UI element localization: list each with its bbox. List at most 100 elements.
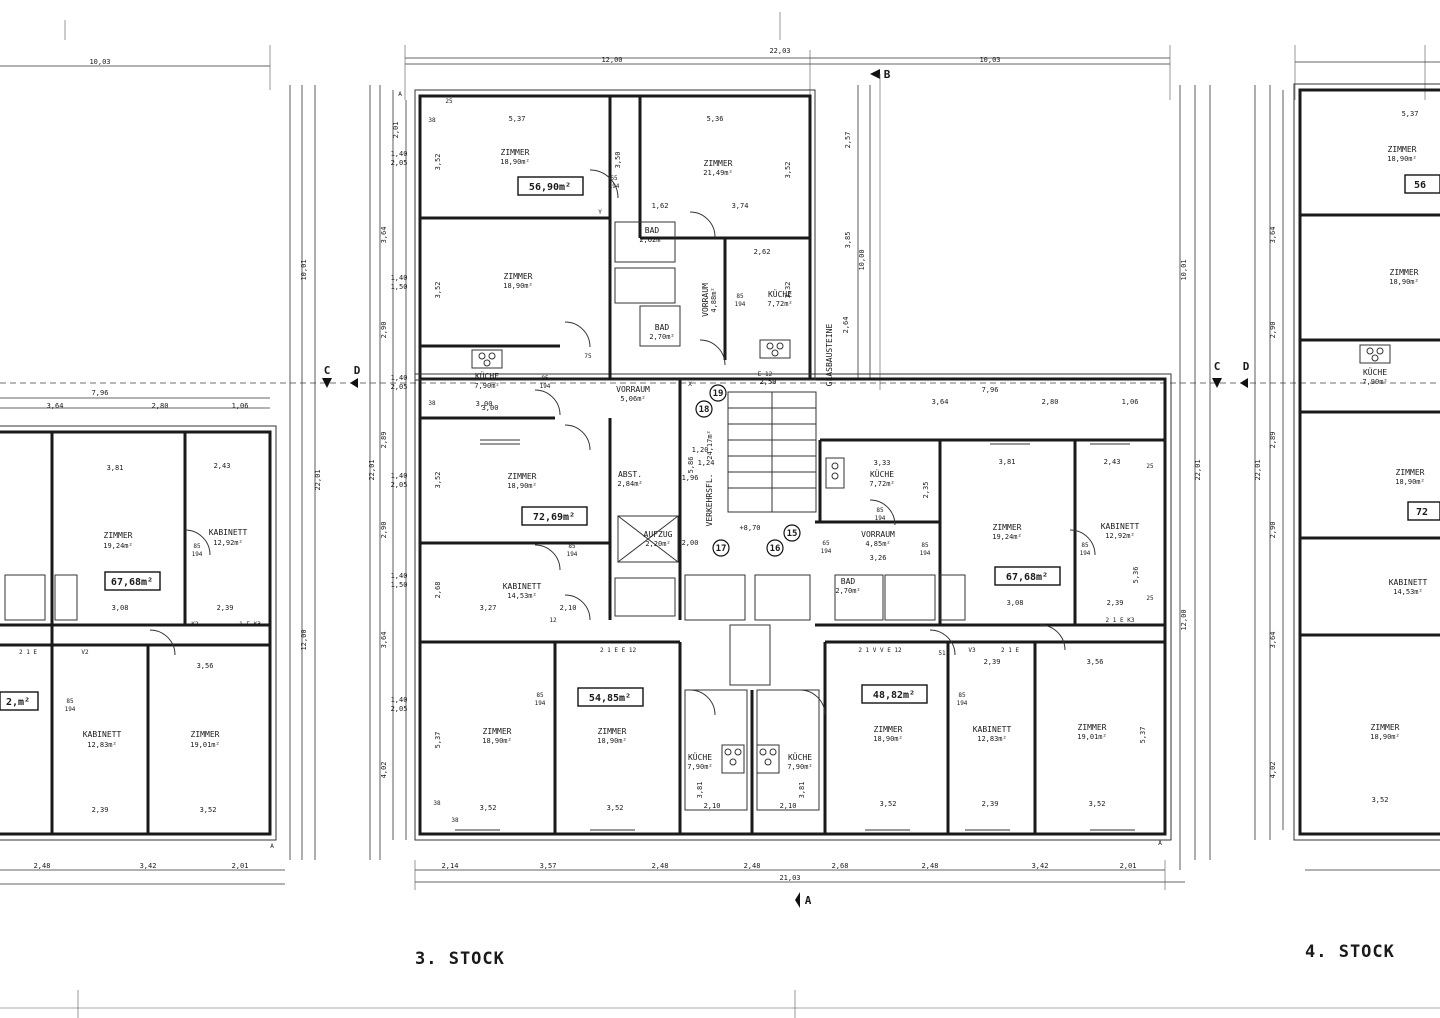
mark-25-3: 25 xyxy=(1146,595,1154,602)
left-dim-381: 3,81 xyxy=(107,464,124,472)
dim-381: 3,81 xyxy=(999,458,1016,466)
dim-bottom-3: 2,48 xyxy=(652,862,669,870)
stair-marker-18: 18 xyxy=(699,405,710,415)
right-plan-dim-352: 3,52 xyxy=(1372,796,1389,804)
door-194-8: 194 xyxy=(920,550,931,557)
door-194-6: 194 xyxy=(957,700,968,707)
left-dim-1001: 10,01 xyxy=(300,259,308,280)
right-plan-dim-290: 2,90 xyxy=(1269,322,1277,339)
dim-162: 1,62 xyxy=(652,202,669,210)
area-kuche-1: 7,90m² xyxy=(474,382,499,390)
section-label-b: B xyxy=(884,68,891,81)
dim-140b: 1,40 xyxy=(391,274,408,282)
left-room-zimmer-2: ZIMMER xyxy=(191,730,220,739)
door-194-2: 194 xyxy=(735,301,746,308)
stair-marker-16: 16 xyxy=(770,544,781,554)
main-plan-walls xyxy=(414,89,1172,841)
dim-200: 2,00 xyxy=(682,539,699,547)
dim-right-1000: 10,00 xyxy=(858,249,866,270)
dim-106-h: 1,06 xyxy=(1122,398,1139,406)
mark-corner-a2: A xyxy=(398,91,402,98)
dim-left-bottom-2: 3,42 xyxy=(140,862,157,870)
door-194-10: 194 xyxy=(875,515,886,522)
dim-232: 2,62 xyxy=(754,248,771,256)
left-dim-308: 3,08 xyxy=(112,604,129,612)
area-zimmer-6: 18,90m² xyxy=(597,737,627,745)
dim-140a: 1,40 xyxy=(391,150,408,158)
dim-v-264: 2,64 xyxy=(842,317,850,334)
area-kabinett-3: 12,83m² xyxy=(977,735,1007,743)
right-plan-dim-537: 5,37 xyxy=(1402,110,1419,118)
dim-536: 5,36 xyxy=(707,115,724,123)
left-room-zimmer-1: ZIMMER xyxy=(104,531,133,540)
stair-marker-17-ring xyxy=(712,539,730,557)
room-vorraum-1: VORRAUM xyxy=(616,385,650,394)
area-vorraum-1: 5,06m² xyxy=(620,395,645,403)
mark-row3: 2 1 E xyxy=(1001,647,1019,654)
right-room-kabinett: KABINETT xyxy=(1389,578,1428,587)
room-kabinett-1: KABINETT xyxy=(503,582,542,591)
area-aufzug: 2,20m² xyxy=(645,540,670,548)
dim-bottom-total: 21,03 xyxy=(779,874,800,882)
room-kabinett-3: KABINETT xyxy=(973,725,1012,734)
dim-top-right: 10,03 xyxy=(979,56,1000,64)
dim-796-h: 7,96 xyxy=(982,386,999,394)
door-194-4: 194 xyxy=(567,551,578,558)
unit-total-box-3 xyxy=(577,687,644,707)
unit-total-boxes: 56,90m² 72,69m² 54,85m² 48,82m² 67,68m² xyxy=(517,176,1061,707)
section-arrow-d-left xyxy=(350,378,358,388)
stair-markers: 19 18 17 16 15 +8,70 xyxy=(695,384,801,557)
dim-bottom-7: 3,42 xyxy=(1032,862,1049,870)
right-area-kuche: 7,90m² xyxy=(1362,378,1387,386)
dim-bottom-8: 2,01 xyxy=(1120,862,1137,870)
section-label-c-right: C xyxy=(1214,360,1221,373)
dim-side-290b: 2,90 xyxy=(380,522,388,539)
right-area-zimmer-4: 18,90m² xyxy=(1370,733,1400,741)
dim-right-total: 22,01 xyxy=(1194,459,1202,480)
right-unit-total-box-1 xyxy=(1404,174,1440,194)
left-row6: 2 1 E xyxy=(19,649,37,656)
section-arrow-d-right xyxy=(1240,378,1248,388)
dim-side-289: 2,89 xyxy=(380,432,388,449)
dim-bottom-5: 2,68 xyxy=(832,862,849,870)
dim-right-257: 2,57 xyxy=(844,132,852,149)
area-kuche-5: 7,90m² xyxy=(787,763,812,771)
room-verkehrsfl: VERKEHRSFL. xyxy=(705,474,714,527)
area-zimmer-2: 21,49m² xyxy=(703,169,733,177)
door-194-3: 194 xyxy=(540,383,551,390)
area-bad-3: 2,70m² xyxy=(835,587,860,595)
dim-352b: 3,52 xyxy=(607,804,624,812)
door-85-5: 85 xyxy=(536,692,544,699)
room-zimmer-4: ZIMMER xyxy=(508,472,537,481)
dim-140e: 1,40 xyxy=(391,572,408,580)
room-kabinett-2: KABINETT xyxy=(1101,522,1140,531)
dim-left-bottom-3: 2,01 xyxy=(232,862,249,870)
dim-120: 1,20 xyxy=(692,446,709,454)
room-zimmer-6: ZIMMER xyxy=(598,727,627,736)
left-edge-total-box xyxy=(0,691,39,711)
area-vorraum-3: 4,85m² xyxy=(865,540,890,548)
room-zimmer-3: ZIMMER xyxy=(504,272,533,281)
dim-v-380b: 3,81 xyxy=(798,782,806,799)
right-plan-dim-364: 3,64 xyxy=(1269,227,1277,244)
area-zimmer-4: 18,90m² xyxy=(507,482,537,490)
dim-v-352a: 3,52 xyxy=(434,154,442,171)
room-zimmer-8: ZIMMER xyxy=(1078,723,1107,732)
left-dim-243: 2,43 xyxy=(214,462,231,470)
mark-38-1: 38 xyxy=(428,117,436,124)
dim-124: 1,24 xyxy=(698,459,715,467)
dim-side-402: 4,02 xyxy=(380,762,388,779)
room-zimmer-9: ZIMMER xyxy=(993,523,1022,532)
left-row5: 1 E K3 xyxy=(239,621,261,628)
door-194-9: 194 xyxy=(821,548,832,555)
left-v2: V2 xyxy=(81,649,89,656)
right-plan-dim-402: 4,02 xyxy=(1269,762,1277,779)
right-area-zimmer-3: 18,90m² xyxy=(1395,478,1425,486)
unit-total-box-1 xyxy=(517,176,584,196)
dim-v-536: 5,36 xyxy=(1132,567,1140,584)
section-label-d-left: D xyxy=(354,364,361,377)
room-aufzug: AUFZUG xyxy=(644,530,673,539)
room-kuche-4: KÜCHE xyxy=(688,752,712,762)
door-65-1: 65 xyxy=(610,175,618,182)
